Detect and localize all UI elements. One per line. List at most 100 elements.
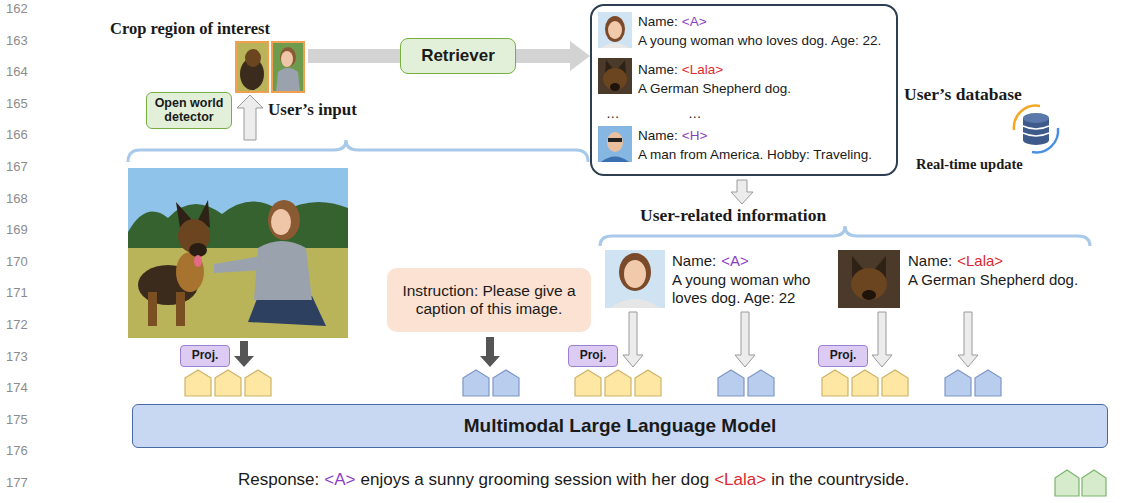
response-text: in the countryside.: [771, 470, 909, 490]
crop-border: [236, 42, 268, 92]
node-text: Name:: [638, 128, 678, 143]
node-text: Proj.: [830, 349, 857, 363]
section-heading: User’s input: [268, 100, 357, 120]
entity-name: Name:: [908, 252, 952, 270]
image-token: [185, 370, 211, 396]
entity-token: <Lala>: [714, 470, 766, 490]
line-number: 172: [6, 317, 28, 333]
text-row: …: [606, 106, 620, 121]
node-text: <H>: [682, 128, 708, 143]
text-group: Name:<A>: [672, 252, 749, 270]
entity-token: <Lala>: [957, 252, 1003, 270]
entity-description: A German Shepherd dog.: [908, 271, 1078, 289]
related-photo-dog: [851, 268, 887, 300]
line-number: 162: [6, 1, 28, 17]
text-token: [975, 370, 1001, 396]
section-heading: User’s database: [904, 84, 1022, 105]
text-row: Name: <A>: [638, 14, 707, 29]
node-text: Name:: [638, 14, 678, 29]
db-photo-face: [607, 132, 623, 152]
input-bracket: [128, 140, 588, 162]
text-token: [493, 370, 519, 396]
line-number: 164: [6, 64, 28, 80]
image-token: [215, 370, 241, 396]
entity-description: A young woman who loves dog. Age: 22: [672, 271, 822, 307]
text-group: Name: <Lala>: [908, 252, 1003, 270]
db-photo-body: [601, 43, 629, 48]
text-token: [748, 370, 774, 396]
woman-legs: [248, 296, 326, 326]
node-text: Proj.: [580, 349, 607, 363]
line-number: 166: [6, 127, 28, 143]
projection-box: Proj.: [180, 345, 230, 367]
line-number: 176: [6, 443, 28, 459]
db-photo-glasses: [608, 138, 622, 142]
photo-grass: [128, 248, 348, 338]
node-text: Retriever: [421, 46, 495, 66]
crop-woman-hair: [280, 47, 296, 67]
db-photo-hair: [605, 16, 625, 42]
image-token: [635, 370, 661, 396]
woman-sweater: [254, 241, 312, 300]
output-token: [1055, 470, 1079, 496]
node-text: Instruction: Please give a caption of th…: [393, 282, 585, 318]
db-photo: [598, 12, 632, 48]
text-token: [945, 370, 971, 396]
text-token: [718, 370, 744, 396]
line-number: 165: [6, 96, 28, 112]
db-photo-body: [601, 157, 629, 163]
line-number: 175: [6, 412, 28, 428]
crop-woman-body: [276, 68, 300, 92]
photo-sky: [128, 168, 348, 338]
response-text: Response:: [238, 470, 319, 490]
image-token: [575, 370, 601, 396]
crop-bg: [272, 42, 304, 92]
text-row: A German Shepherd dog.: [638, 81, 791, 96]
flow-arrow: [516, 41, 590, 71]
related-arrow: [872, 312, 892, 367]
related-photo: [838, 250, 900, 308]
image-token: [882, 370, 908, 396]
entity-token: <A>: [721, 252, 749, 270]
related-photo-hair: [619, 253, 651, 291]
related-arrow: [958, 312, 978, 367]
db-photo: [598, 58, 632, 94]
line-number: 169: [6, 222, 28, 238]
related-arrow: [623, 312, 643, 367]
node-text: A German Shepherd dog.: [638, 81, 791, 96]
crop-border: [272, 42, 304, 92]
crop-bg: [236, 42, 268, 92]
woman-face: [271, 209, 291, 235]
db-photo: [598, 126, 632, 162]
line-number: 173: [6, 349, 28, 365]
node-text: Proj.: [192, 349, 219, 363]
database-icon: [1023, 113, 1049, 123]
image-token: [245, 370, 271, 396]
text-token: [463, 370, 489, 396]
node-text: A young woman who loves dog. Age: 22.: [638, 33, 881, 48]
related-arrow: [735, 312, 755, 367]
output-token: [1082, 470, 1106, 496]
node-text: <Lala>: [682, 62, 723, 77]
db-photo-face: [608, 21, 622, 39]
text-group: Response:<A>enjoys a sunny grooming sess…: [238, 470, 909, 490]
database-icon-line: [1023, 133, 1049, 136]
dog-leg: [148, 292, 157, 326]
node-text: <A>: [682, 14, 707, 29]
related-photo-face: [624, 260, 646, 288]
text-row: Name: <H>: [638, 128, 707, 143]
image-token: [852, 370, 878, 396]
text-row: A young woman who loves dog. Age: 22.: [638, 33, 881, 48]
woman-hair: [268, 200, 300, 240]
related-bracket: [600, 226, 1090, 246]
response-text: enjoys a sunny grooming session with her…: [360, 470, 709, 490]
image-token: [605, 370, 631, 396]
down-arrow: [731, 180, 753, 204]
line-number: 174: [6, 380, 28, 396]
dog-snout: [189, 243, 207, 257]
node-text: Open world detector: [153, 96, 225, 125]
node-text: A man from America. Hobby: Traveling.: [638, 147, 872, 162]
up-arrow: [237, 95, 263, 140]
